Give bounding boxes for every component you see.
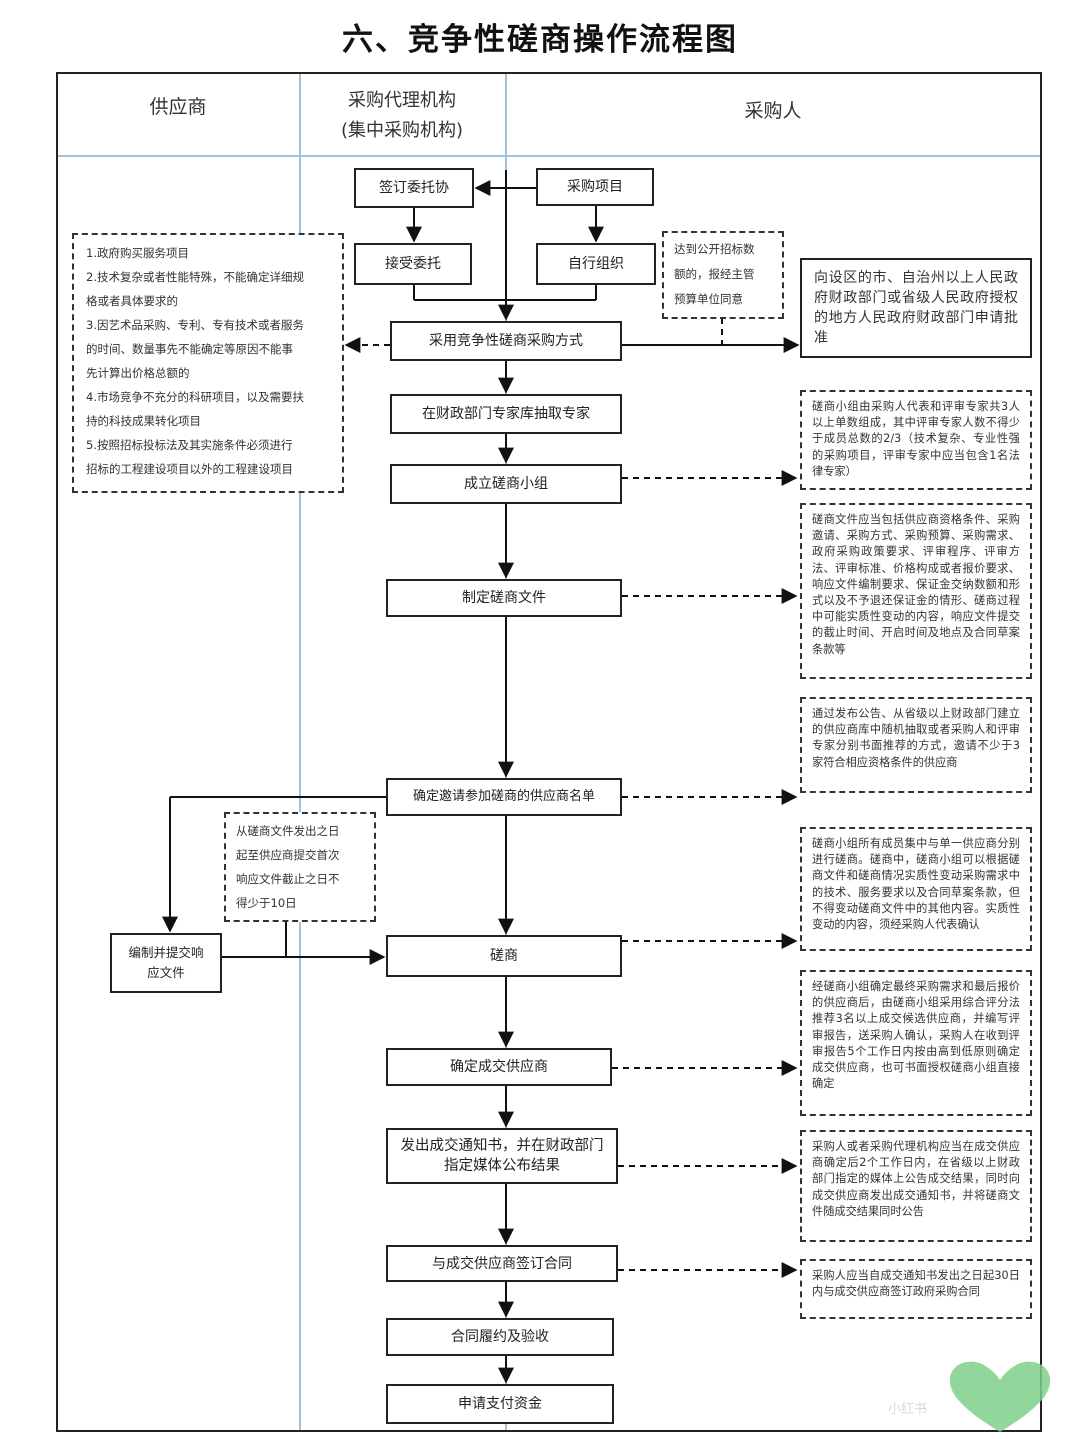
time-limit-line3: 响应文件截止之日不 xyxy=(236,872,340,886)
box-form-group: 成立磋商小组 xyxy=(390,464,622,504)
applicable-line1: 1.政府购买服务项目 xyxy=(86,246,189,260)
lane-agency-line2: (集中采购机构) xyxy=(340,120,464,141)
box-invite-list: 确定邀请参加磋商的供应商名单 xyxy=(386,778,622,816)
applicable-line7: 4.市场竞争不充分的科研项目，以及需要扶 xyxy=(86,390,304,404)
box-apply-payment: 申请支付资金 xyxy=(386,1384,614,1424)
note-announce-rule: 采购人或者采购代理机构应当在成交供应商确定后2个工作日内，在省级以上财政部门指定… xyxy=(800,1130,1032,1242)
note-threshold-line2: 额的，报经主管 xyxy=(674,267,755,281)
box-negotiate: 磋商 xyxy=(386,935,622,977)
watermark-text: 小红书 xyxy=(888,1402,928,1417)
applicable-line6: 先计算出价格总额的 xyxy=(86,366,190,380)
box-prepare-docs: 制定磋商文件 xyxy=(386,579,622,617)
note-invite-method: 通过发布公告、从省级以上财政部门建立的供应商库中随机抽取或者采购人和评审专家分别… xyxy=(800,697,1032,793)
applicable-line5: 的时间、数量事先不能确定等原因不能事 xyxy=(86,342,293,356)
note-threshold-line3: 预算单位同意 xyxy=(674,292,743,306)
applicable-line2: 2.技术复杂或者性能特殊，不能确定详细规 xyxy=(86,270,304,284)
lane-agency-header: 采购代理机构 (集中采购机构) xyxy=(300,86,504,146)
box-perform-accept: 合同履约及验收 xyxy=(386,1318,614,1356)
flowchart-title: 六、竞争性磋商操作流程图 xyxy=(342,22,738,58)
note-approval: 向设区的市、自治州以上人民政府财政部门或省级人民政府授权的地方人民政府财政部门申… xyxy=(800,258,1032,358)
box-self-organize: 自行组织 xyxy=(536,243,656,285)
box-sign-contract: 与成交供应商签订合同 xyxy=(386,1245,618,1282)
applicable-line4: 3.因艺术品采购、专利、专有技术或者服务 xyxy=(86,318,304,332)
box-accept-entrust: 接受委托 xyxy=(354,243,472,285)
box-compile-submit: 编制并提交响应文件 xyxy=(110,933,222,993)
time-limit-line1: 从磋商文件发出之日 xyxy=(236,824,340,838)
flowchart-frame xyxy=(56,72,1042,1432)
heart-icon xyxy=(949,1361,1051,1432)
note-docs-content: 磋商文件应当包括供应商资格条件、采购邀请、采购方式、采购预算、采购需求、政府采购… xyxy=(800,503,1032,679)
note-threshold: 达到公开招标数 额的，报经主管 预算单位同意 xyxy=(662,231,784,319)
lane-supplier-header: 供应商 xyxy=(149,96,207,118)
applicable-line8: 持的科技成果转化项目 xyxy=(86,414,201,428)
box-purchase-project: 采购项目 xyxy=(536,168,654,206)
applicable-line9: 5.按照招标投标法及其实施条件必须进行 xyxy=(86,438,293,452)
note-applicable-projects: 1.政府购买服务项目 2.技术复杂或者性能特殊，不能确定详细规 格或者具体要求的… xyxy=(72,233,344,493)
box-extract-experts: 在财政部门专家库抽取专家 xyxy=(390,394,622,434)
time-limit-line4: 得少于10日 xyxy=(236,896,297,910)
note-negotiation-rule: 磋商小组所有成员集中与单一供应商分别进行磋商。磋商中，磋商小组可以根据磋商文件和… xyxy=(800,827,1032,951)
note-confirm-rule: 经磋商小组确定最终采购需求和最后报价的供应商后，由磋商小组采用综合评分法推荐3名… xyxy=(800,970,1032,1116)
box-sign-entrust: 签订委托协 xyxy=(354,168,474,208)
lane-purchaser-header: 采购人 xyxy=(744,100,802,122)
box-issue-notice: 发出成交通知书，并在财政部门指定媒体公布结果 xyxy=(386,1128,618,1184)
note-group-composition: 磋商小组由采购人代表和评审专家共3人以上单数组成，其中评审专家人数不得少于成员总… xyxy=(800,390,1032,490)
box-confirm-supplier: 确定成交供应商 xyxy=(386,1048,612,1086)
box-adopt-method: 采用竞争性磋商采购方式 xyxy=(390,321,622,361)
note-time-limit: 从磋商文件发出之日 起至供应商提交首次 响应文件截止之日不 得少于10日 xyxy=(224,812,376,922)
applicable-line10: 招标的工程建设项目以外的工程建设项目 xyxy=(86,462,293,476)
note-threshold-line1: 达到公开招标数 xyxy=(674,242,755,256)
applicable-line3: 格或者具体要求的 xyxy=(86,294,178,308)
lane-agency-line1: 采购代理机构 xyxy=(348,90,456,111)
note-contract-rule: 采购人应当自成交通知书发出之日起30日内与成交供应商签订政府采购合同 xyxy=(800,1259,1032,1319)
time-limit-line2: 起至供应商提交首次 xyxy=(236,848,340,862)
